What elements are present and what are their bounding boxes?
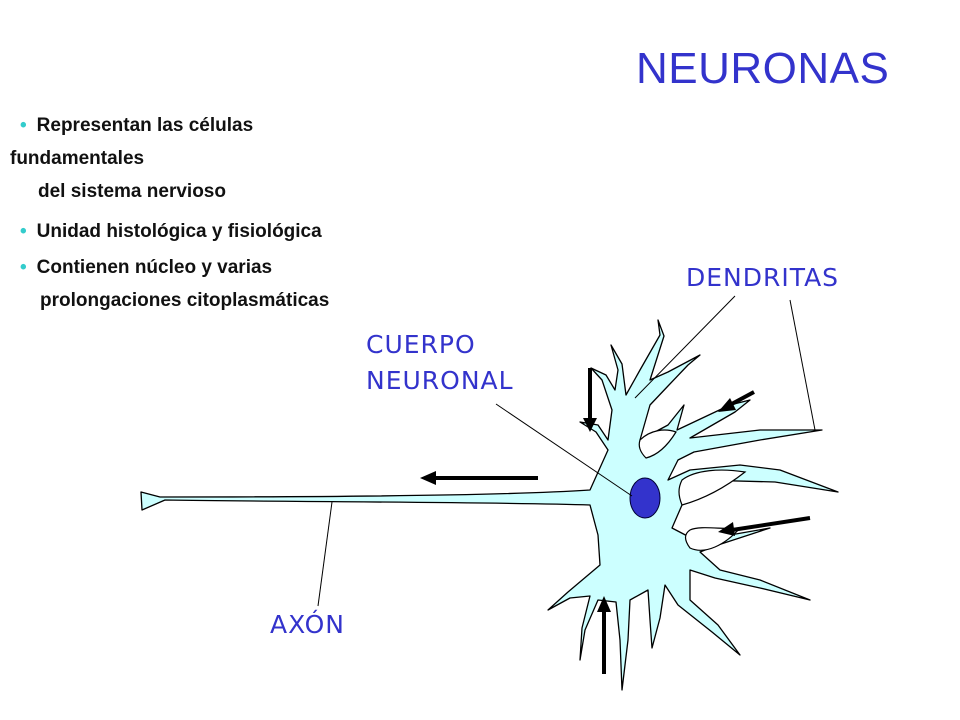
arrow-icon	[420, 471, 538, 485]
bullet-dot-icon: •	[20, 257, 27, 278]
label-dendritas: DENDRITAS	[686, 263, 840, 292]
cytoplasm-gap	[678, 469, 747, 506]
bullet-3-line-1: •Contienen núcleo y varias	[20, 257, 273, 278]
arrow-icon	[718, 390, 755, 412]
leader-line-axon	[317, 501, 333, 607]
neuron-cell-body	[140, 319, 839, 691]
label-cuerpo: CUERPO	[366, 330, 476, 359]
bullet-dot-icon: •	[20, 115, 27, 136]
bullet-1-line-2: fundamentales	[10, 148, 145, 169]
label-neuronal: NEURONAL	[366, 366, 514, 395]
leader-line-cuerpo	[495, 403, 633, 497]
bullet-2-line-1: •Unidad histológica y fisiológica	[20, 221, 322, 242]
bullet-1-line-3: del sistema nervioso	[38, 181, 226, 202]
cytoplasm-gap	[638, 429, 677, 459]
bullet-dot-icon: •	[20, 221, 27, 242]
nucleus	[629, 477, 661, 519]
label-axon: AXÓN	[270, 610, 346, 639]
arrow-icon	[718, 516, 811, 536]
leader-line-dendritas	[634, 295, 736, 399]
leader-line-dendritas	[789, 299, 816, 431]
bullet-3-line-2: prolongaciones citoplasmáticas	[40, 290, 330, 311]
slide-title: NEURONAS	[636, 44, 890, 93]
arrow-icon	[597, 596, 611, 674]
arrow-icon	[583, 368, 597, 432]
bullet-1-line-1: •Representan las células	[20, 115, 254, 136]
